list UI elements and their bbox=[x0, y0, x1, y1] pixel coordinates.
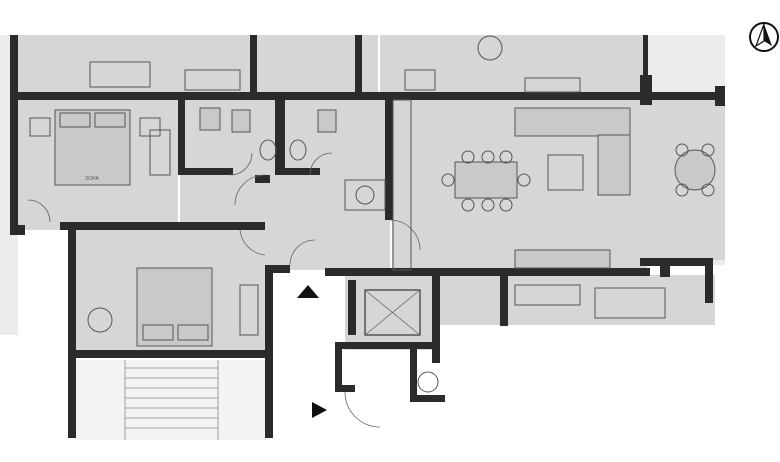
north-arrow-icon bbox=[749, 22, 779, 52]
sink-icon bbox=[259, 139, 277, 161]
dining-table bbox=[441, 150, 531, 212]
wardrobe-bedroom-2 bbox=[239, 284, 259, 336]
staircase bbox=[75, 360, 270, 440]
washing-machine-icon bbox=[344, 179, 386, 211]
room-bathroom-1 bbox=[185, 100, 275, 175]
bathtub-icon bbox=[199, 107, 221, 131]
upper-table bbox=[477, 35, 503, 61]
room-lower-right bbox=[440, 275, 715, 325]
tv-unit bbox=[514, 249, 611, 269]
walls bbox=[10, 35, 725, 438]
lower-sofa bbox=[594, 287, 666, 319]
upper-bed bbox=[184, 69, 241, 91]
kitchen-counter bbox=[392, 99, 412, 271]
doors bbox=[27, 152, 421, 428]
terrace-table bbox=[674, 143, 716, 197]
upper-stove bbox=[404, 69, 436, 91]
coffee-table bbox=[547, 154, 584, 191]
upper-sofa bbox=[89, 61, 151, 88]
lower-washer bbox=[417, 371, 439, 393]
bed-bedroom-2 bbox=[87, 267, 213, 347]
lower-counter bbox=[514, 284, 581, 306]
wardrobe-bedroom-1 bbox=[149, 129, 171, 176]
entrance-dot-icon bbox=[315, 407, 321, 413]
room-upper-neighbour bbox=[18, 35, 378, 100]
sink-icon bbox=[289, 139, 307, 161]
toilet-icon bbox=[231, 109, 251, 133]
bed-bedroom-1: ЗОНА bbox=[29, 109, 161, 186]
sofa bbox=[514, 107, 631, 196]
toilet-icon bbox=[317, 109, 337, 133]
svg-text:ЗОНА: ЗОНА bbox=[85, 176, 99, 182]
entrance-arrow-icon bbox=[297, 285, 319, 298]
room-upper-right bbox=[380, 35, 645, 100]
upper-tv bbox=[524, 77, 581, 93]
elevator bbox=[364, 289, 421, 336]
